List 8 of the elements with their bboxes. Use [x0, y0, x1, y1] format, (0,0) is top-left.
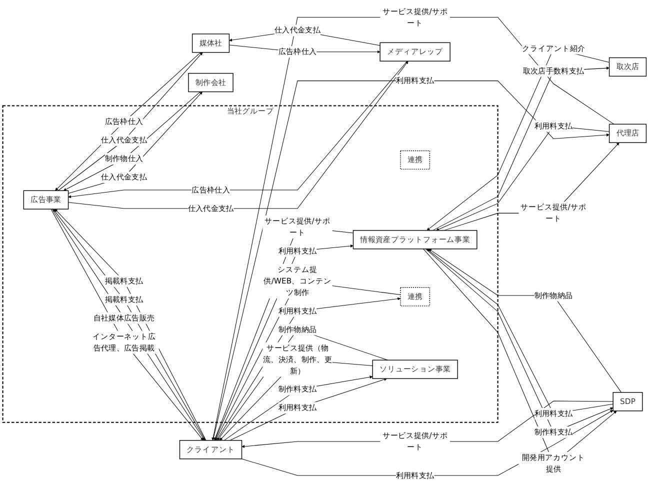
- arrow: [242, 400, 614, 448]
- arrow: [436, 126, 610, 231]
- arrow: [212, 80, 610, 441]
- arrow: [220, 359, 373, 441]
- arrow: [212, 16, 614, 441]
- arrow: [241, 410, 614, 476]
- arrow: [428, 248, 622, 393]
- arrow: [444, 142, 620, 231]
